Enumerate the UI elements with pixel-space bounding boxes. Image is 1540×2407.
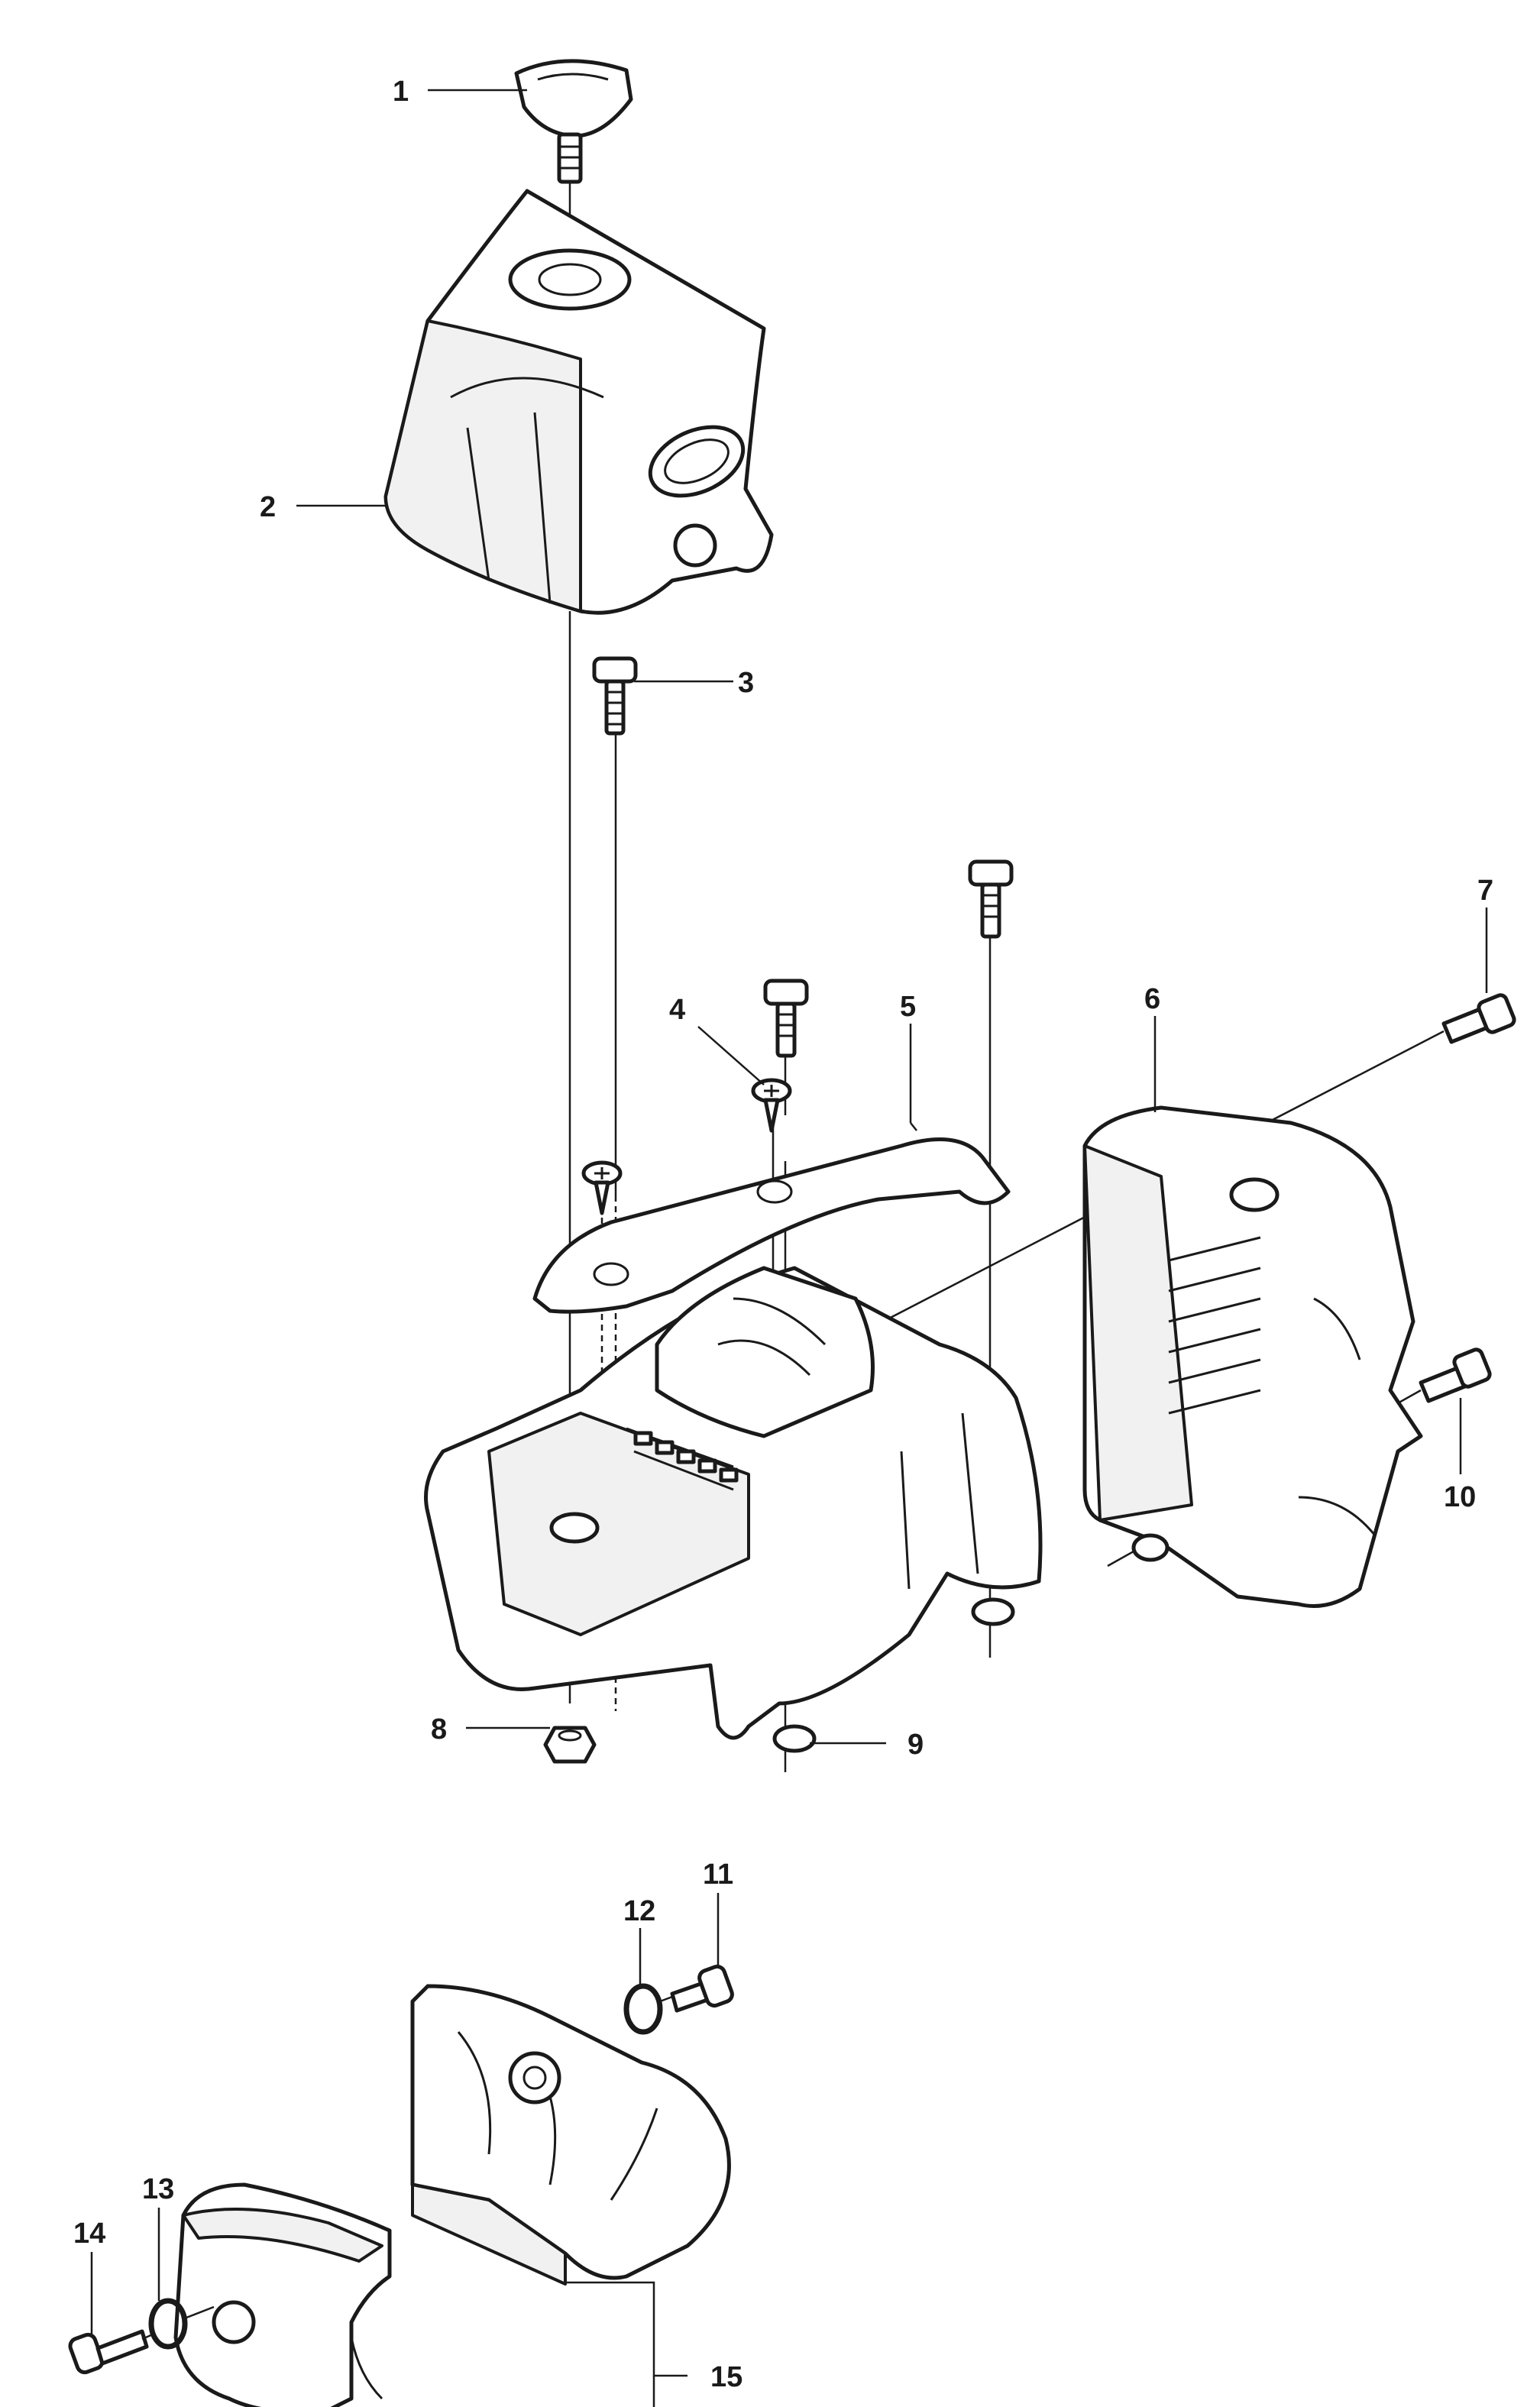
callout-13: 13 <box>142 2173 174 2205</box>
callout-12: 12 <box>623 1895 655 1927</box>
leader-lines <box>90 89 1488 2407</box>
callout-4: 4 <box>669 994 685 1026</box>
part-6-shroud <box>1082 1105 1423 1608</box>
callout-8: 8 <box>431 1713 447 1745</box>
part-2-top-cover <box>383 189 774 615</box>
lower-assembly-axis <box>141 1995 673 2341</box>
screw-upper-right <box>968 859 1014 939</box>
main-body-housing <box>424 1266 1043 1753</box>
callout-1: 1 <box>393 76 409 108</box>
callout-7: 7 <box>1477 875 1493 907</box>
part-13-o-ring <box>148 2298 188 2350</box>
part-11-screw <box>670 1964 734 2013</box>
callout-11: 11 <box>703 1859 733 1891</box>
callout-14: 14 <box>73 2218 105 2250</box>
part-4-screw-left <box>581 1160 623 1215</box>
part-14-screw <box>68 2329 149 2375</box>
part-10-screw <box>1419 1347 1492 1403</box>
part-8-nut <box>543 1726 597 1764</box>
part-4-screw <box>751 1078 792 1133</box>
part-15-outer-cap <box>173 2182 392 2407</box>
callout-5: 5 <box>900 991 916 1023</box>
callout-9: 9 <box>907 1729 924 1761</box>
part-7-screw <box>1441 993 1516 1044</box>
screw-center <box>763 979 809 1058</box>
callout-3: 3 <box>738 667 754 699</box>
callout-15: 15 <box>710 2361 742 2393</box>
part-12-o-ring <box>623 1983 663 2035</box>
callout-10: 10 <box>1444 1481 1476 1513</box>
part-15-inner-housing <box>410 1984 731 2286</box>
callout-labels: 1 2 3 4 5 6 7 8 9 10 11 12 13 14 15 <box>73 76 1493 2393</box>
part-3-screw <box>592 656 638 736</box>
callout-2: 2 <box>260 491 276 523</box>
part-1-knob <box>514 59 633 184</box>
callout-6: 6 <box>1144 983 1160 1015</box>
part-5-handle <box>532 1137 1011 1314</box>
